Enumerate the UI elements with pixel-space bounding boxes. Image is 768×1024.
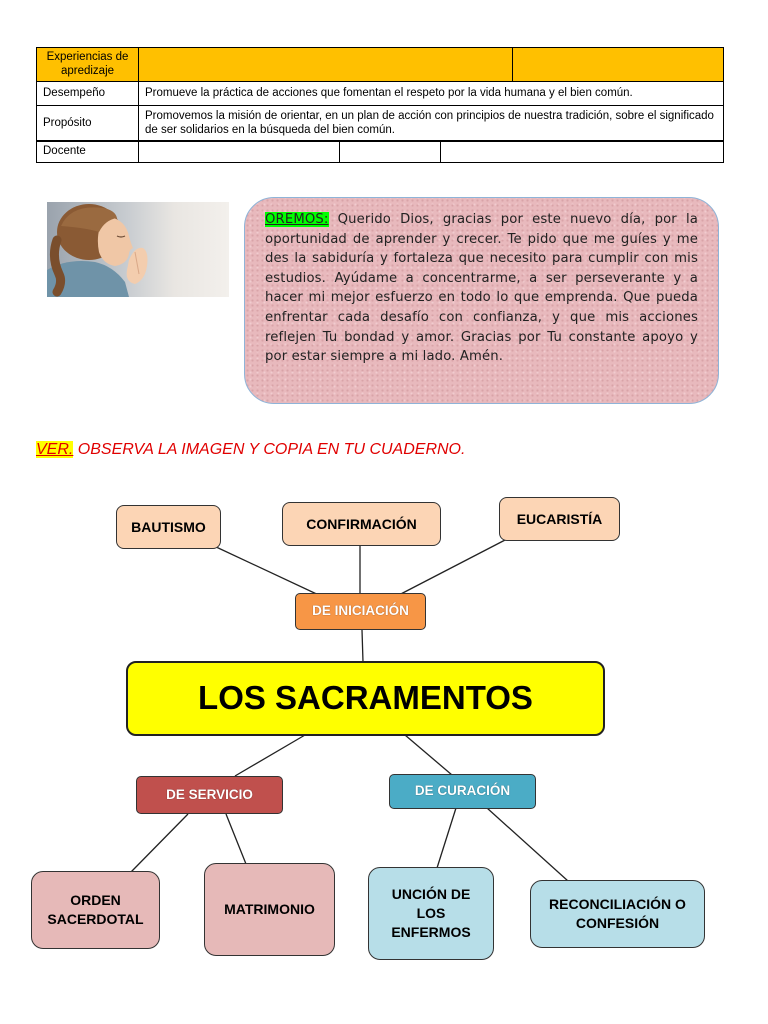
line-uncion (436, 807, 457, 869)
line-orden (130, 813, 189, 873)
praying-girl-photo (47, 202, 229, 297)
node-de-servicio: DE SERVICIO (136, 776, 283, 814)
oremos-label: OREMOS: (265, 212, 329, 227)
line-main-servicio (234, 734, 306, 777)
node-uncion-enfermos: UNCIÓN DE LOS ENFERMOS (368, 867, 494, 960)
line-iniciacion-main (361, 629, 364, 663)
docente-label: Docente (36, 140, 139, 163)
proposito-value: Promovemos la misión de orientar, en un … (138, 105, 724, 142)
node-main-sacramentos: LOS SACRAMENTOS (126, 661, 605, 736)
node-de-iniciacion: DE INICIACIÓN (295, 593, 426, 630)
ver-label: VER. (36, 441, 74, 458)
node-de-curacion: DE CURACIÓN (389, 774, 536, 809)
prayer-bubble: OREMOS: Querido Dios, gracias por este n… (244, 197, 719, 404)
node-confirmacion: CONFIRMACIÓN (282, 502, 441, 546)
prayer-paragraph: OREMOS: Querido Dios, gracias por este n… (265, 210, 698, 367)
node-orden-sacerdotal: ORDEN SACERDOTAL (31, 871, 160, 949)
line-reconciliacion (486, 807, 569, 882)
line-eucaristia (394, 538, 508, 598)
instruction-text: OBSERVA LA IMAGEN Y COPIA EN TU CUADERNO… (73, 441, 466, 458)
instruction-line: VER. OBSERVA LA IMAGEN Y COPIA EN TU CUA… (36, 441, 465, 459)
experiencias-value (138, 47, 513, 82)
line-matrimonio (225, 813, 247, 865)
praying-girl-illustration (47, 204, 148, 297)
docente-table: Docente (36, 140, 724, 163)
node-bautismo: BAUTISMO (116, 505, 221, 549)
experiencias-label: Experiencias de apredizaje (36, 47, 139, 82)
node-eucaristia: EUCARISTÍA (499, 497, 620, 541)
node-matrimonio: MATRIMONIO (204, 863, 335, 956)
info-table: Experiencias de apredizaje Desempeño Pro… (36, 47, 724, 142)
line-main-curacion (404, 734, 453, 776)
docente-extra-2 (440, 140, 724, 163)
line-bautismo (213, 545, 324, 598)
prayer-text: Querido Dios, gracias por este nuevo día… (265, 212, 698, 365)
node-reconciliacion: RECONCILIACIÓN O CONFESIÓN (530, 880, 705, 948)
